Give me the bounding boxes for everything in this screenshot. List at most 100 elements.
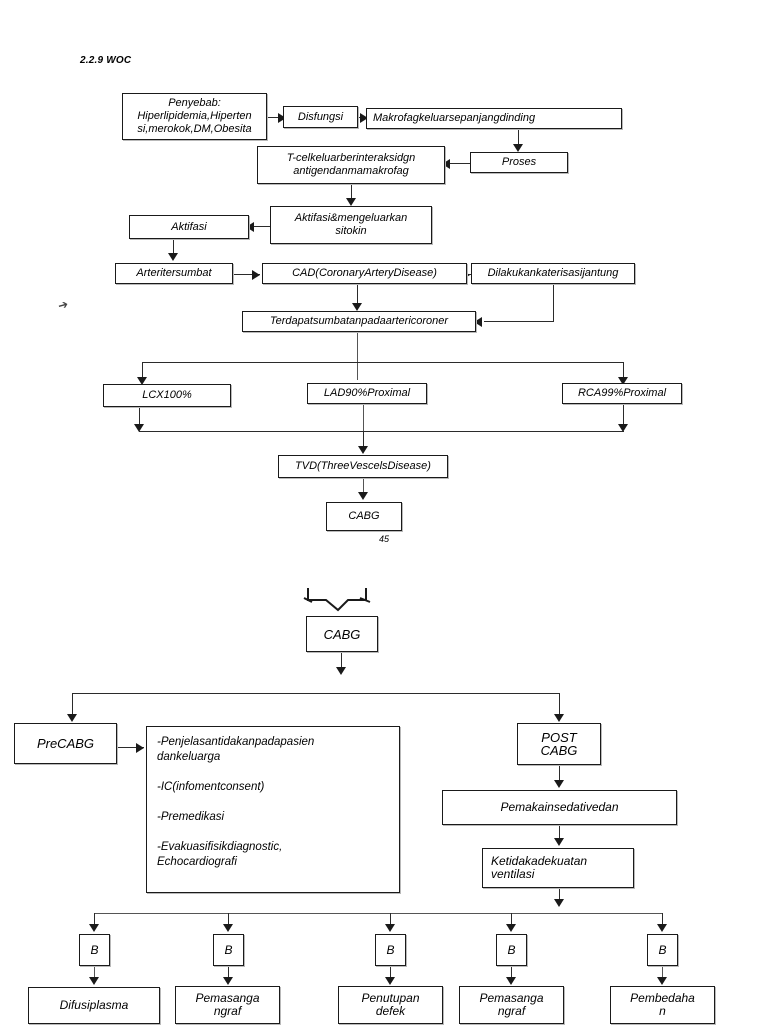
connector-makrofag-proses: [518, 129, 519, 147]
connector-proses-tcell: [444, 163, 472, 164]
page-number: 45: [379, 534, 390, 544]
node-precabg: PreCABG: [14, 723, 117, 764]
connector-rca-down: [623, 404, 624, 429]
node-pemasangangraf-1: Pemasanga ngraf: [175, 986, 280, 1024]
connector-split-bus: [142, 362, 624, 363]
node-aktifasi: Aktifasi: [129, 215, 249, 239]
connector-bus-right-drop: [623, 362, 624, 379]
node-tvd: TVD(ThreeVescelsDisease): [278, 455, 448, 478]
connector-lcx-down: [139, 407, 140, 429]
arrowhead-down: [657, 977, 667, 985]
arrowhead-right: [360, 113, 368, 123]
node-b5: B: [647, 934, 678, 966]
arrowhead-down: [134, 424, 144, 432]
arrowhead-down: [385, 924, 395, 932]
connector-cabg-split-bus: [72, 693, 560, 694]
arrowhead-down: [618, 424, 628, 432]
arrowhead-down: [506, 924, 516, 932]
node-penyebab: Penyebab: Hiperlipidemia,Hiperten si,mer…: [122, 93, 267, 140]
arrowhead-down: [554, 780, 564, 788]
arrowhead-down: [89, 924, 99, 932]
connector-b2-graf: [228, 966, 229, 980]
node-tcell: T-celkeluarberinteraksidgn antigendanmam…: [257, 146, 445, 184]
node-cad: CAD(CoronaryArteryDisease): [262, 263, 467, 284]
node-sedative: Pemakainsedativedan: [442, 790, 677, 825]
connector-sumbatan-to-lad: [357, 332, 358, 380]
connector-cabg-down: [341, 652, 342, 670]
connector-b5-pembedahan: [662, 966, 663, 980]
arrowhead-left: [246, 222, 254, 232]
connector-bus-b3: [390, 913, 391, 927]
connector-bus-to-postcabg: [559, 693, 560, 717]
cursor-artifact-icon: ➔: [56, 296, 70, 314]
arrowhead-right: [252, 270, 260, 280]
node-precabg-checklist: -Penjelasantidakanpadapasien dankeluarga…: [146, 726, 400, 893]
connector-bus-b1: [94, 913, 95, 927]
section-heading: 2.2.9 WOC: [80, 55, 132, 66]
connector-bus-to-tvd: [363, 431, 364, 448]
arrowhead-down: [513, 144, 523, 152]
arrowhead-down: [618, 377, 628, 385]
node-b1: B: [79, 934, 110, 966]
connector-sitokin-aktifasi: [250, 226, 272, 227]
connector-penyebab-disfungsi: [267, 117, 281, 118]
node-b4: B: [496, 934, 527, 966]
brace-decoration-icon: [303, 588, 371, 612]
node-penutupan-defek: Penutupan defek: [338, 986, 443, 1024]
arrowhead-down: [223, 977, 233, 985]
arrowhead-down: [385, 977, 395, 985]
connector-postcabg-sedative: [559, 765, 560, 782]
connector-kateterisasi-elbow-h: [484, 321, 554, 322]
connector-lad-down: [363, 404, 364, 431]
node-lad: LAD90%Proximal: [307, 383, 427, 404]
connector-kateterisasi-elbow-v: [553, 284, 554, 321]
arrowhead-left: [474, 317, 482, 327]
node-pemasangangraf-2: Pemasanga ngraf: [459, 986, 564, 1024]
arrowhead-right: [278, 113, 286, 123]
node-b2: B: [213, 934, 244, 966]
connector-b4-graf: [511, 966, 512, 980]
node-cabg-top: CABG: [326, 502, 402, 531]
node-cabg-bottom: CABG: [306, 616, 378, 652]
connector-bus-b5: [662, 913, 663, 927]
node-ventilasi: Ketidakadekuatan ventilasi: [482, 848, 634, 888]
arrowhead-down: [657, 924, 667, 932]
arrowhead-down: [67, 714, 77, 722]
arrowhead-down: [352, 303, 362, 311]
connector-bus-to-precabg: [72, 693, 73, 717]
connector-arteritersumbat-cad: [233, 274, 260, 275]
connector-tvd-cabg: [363, 478, 364, 496]
node-makrofag: Makrofagkeluarsepanjangdinding: [366, 108, 622, 129]
arrowhead-right: [136, 743, 144, 753]
arrowhead-left: [442, 159, 450, 169]
node-pembedahan: Pembedaha n: [610, 986, 715, 1024]
node-postcabg: POST CABG: [517, 723, 601, 765]
node-rca: RCA99%Proximal: [562, 383, 682, 404]
arrowhead-down: [358, 446, 368, 454]
arrowhead-down: [223, 924, 233, 932]
connector-b3-defek: [390, 966, 391, 980]
arrowhead-down: [554, 714, 564, 722]
node-difusiplasma: Difusiplasma: [28, 987, 160, 1024]
connector-bus-b4: [511, 913, 512, 927]
connector-cad-terdapatsumbatan: [357, 284, 358, 305]
arrowhead-down: [137, 377, 147, 385]
connector-aktifasi-arteritersumbat: [173, 239, 174, 256]
arrowhead-down: [346, 198, 356, 206]
connector-tcell-sitokin: [351, 184, 352, 201]
arrowhead-down: [336, 667, 346, 675]
arrowhead-down: [554, 838, 564, 846]
arrowhead-down: [554, 899, 564, 907]
connector-merge-bus: [139, 431, 624, 432]
node-kateterisasi: Dilakukankaterisasijantung: [471, 263, 635, 284]
node-arteritersumbat: Arteritersumbat: [115, 263, 233, 284]
node-aktifasi-sitokin: Aktifasi&mengeluarkan sitokin: [270, 206, 432, 244]
arrowhead-down: [89, 977, 99, 985]
connector-sedative-ventilasi: [559, 825, 560, 840]
arrowhead-down: [506, 977, 516, 985]
node-lcx: LCX100%: [103, 384, 231, 407]
node-disfungsi: Disfungsi: [283, 106, 358, 128]
arrowhead-down: [358, 492, 368, 500]
arrowhead-down: [168, 253, 178, 261]
